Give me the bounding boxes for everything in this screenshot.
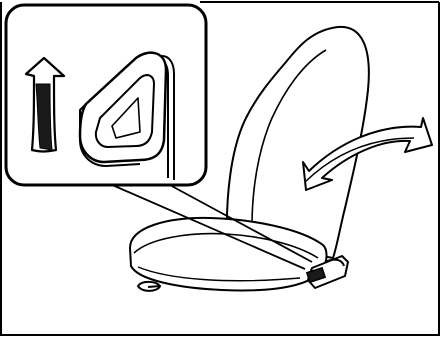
- seat-rail: [138, 282, 160, 291]
